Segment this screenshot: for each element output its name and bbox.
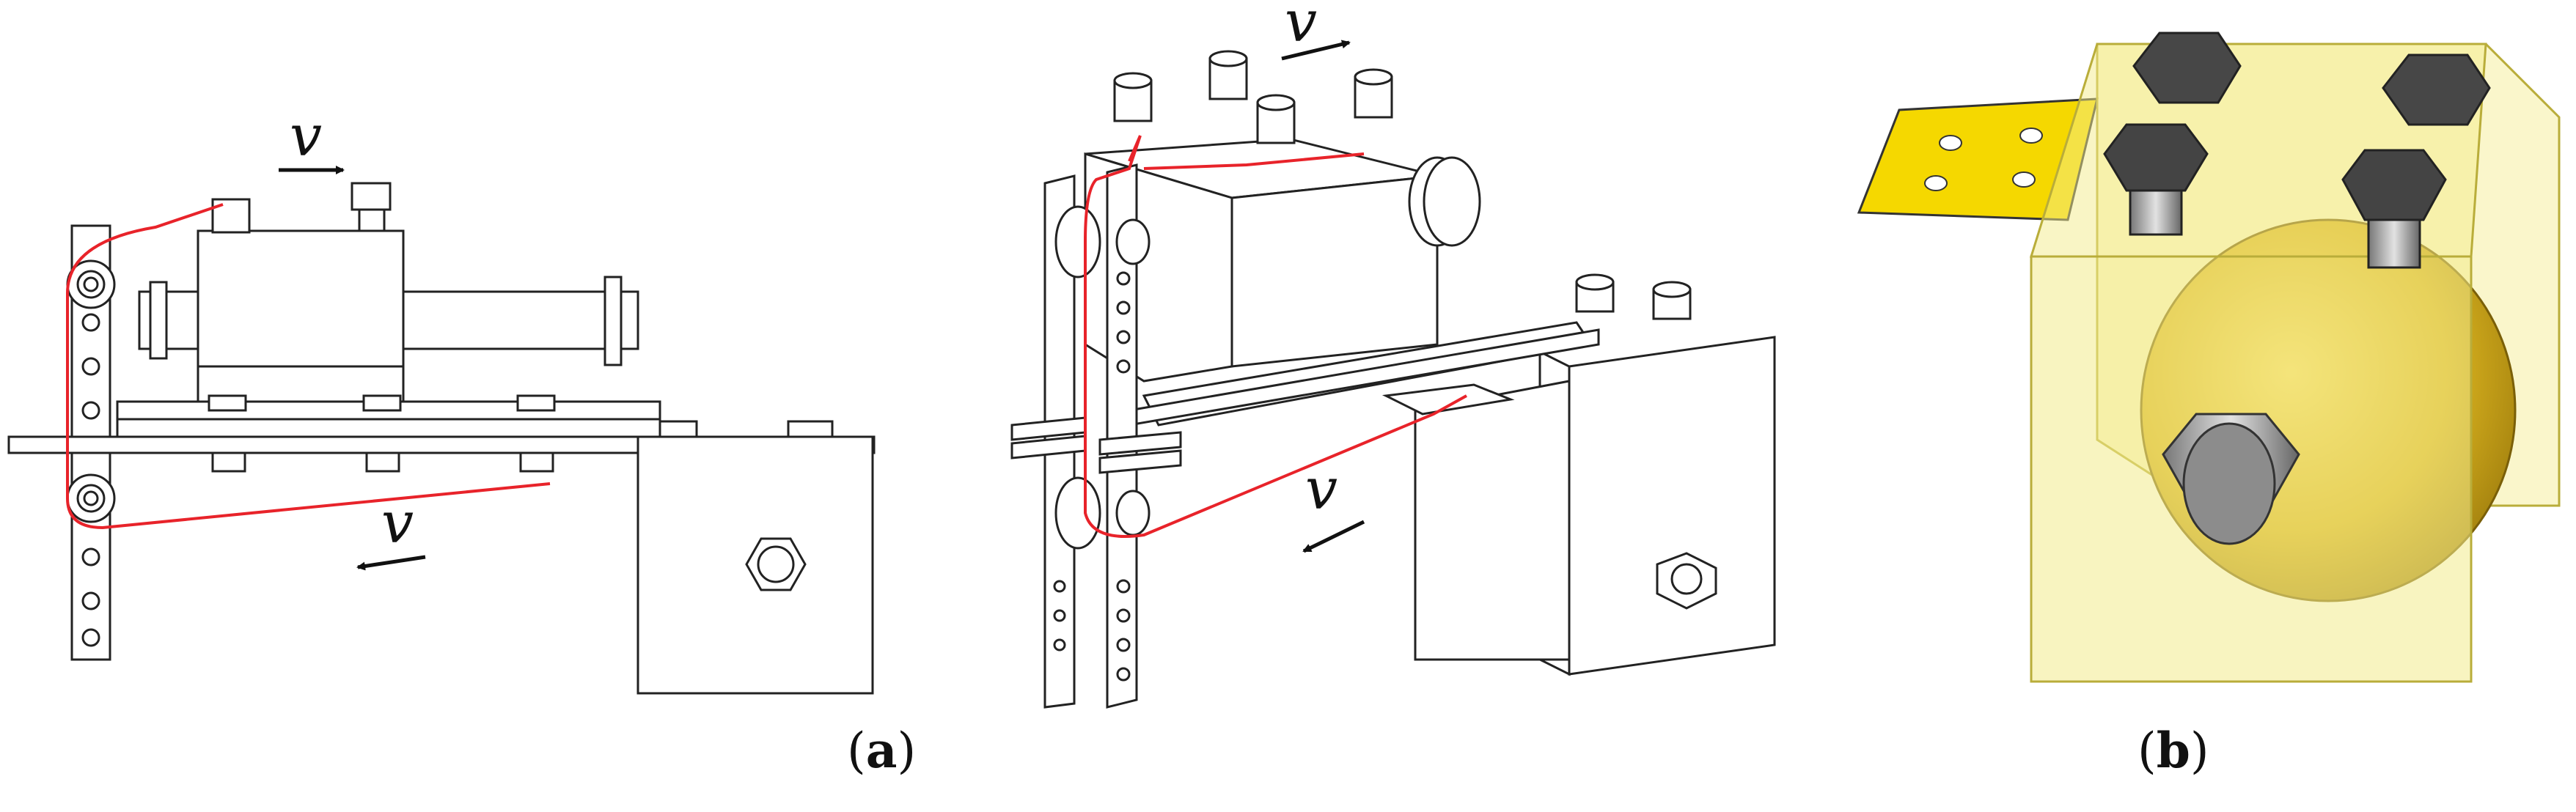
- caption-b-letter: b: [2156, 722, 2190, 779]
- velocity-label-iso-upper: v: [1285, 0, 1317, 55]
- side-view-drawing: [7, 166, 876, 695]
- iso-velocity-arrow-lower: [1302, 520, 1365, 553]
- upper-pulley: [66, 259, 116, 309]
- caption-panel-b: (b): [2138, 722, 2209, 779]
- iso-velocity-arrow-upper: [1281, 40, 1351, 61]
- iso-strip-right: [1106, 163, 1138, 709]
- iso-top-screws: [1113, 50, 1692, 320]
- iso-wire-path: [1084, 135, 1467, 538]
- velocity-arrow-lower: [356, 555, 426, 571]
- iso-block-front: [1230, 174, 1439, 368]
- caption-a-open: (: [847, 723, 866, 779]
- isometric-drawing: [1010, 40, 1776, 709]
- caption-b-open: (: [2138, 723, 2157, 779]
- hex-bolts: [2103, 32, 2491, 269]
- translucent-render: [1857, 32, 2561, 683]
- wire-path: [66, 203, 551, 530]
- caption-panel-a: (a): [847, 722, 916, 779]
- velocity-label-side-upper: v: [290, 103, 322, 169]
- caption-a-letter: a: [865, 722, 898, 779]
- caption-a-close: ): [897, 723, 917, 779]
- velocity-label-side-lower: v: [381, 490, 414, 556]
- velocity-label-iso-lower: v: [1305, 457, 1337, 523]
- caption-b-close: ): [2190, 723, 2209, 779]
- iso-bracket: [1568, 336, 1776, 676]
- lower-pulley: [66, 473, 116, 523]
- carriage-block: [197, 229, 405, 368]
